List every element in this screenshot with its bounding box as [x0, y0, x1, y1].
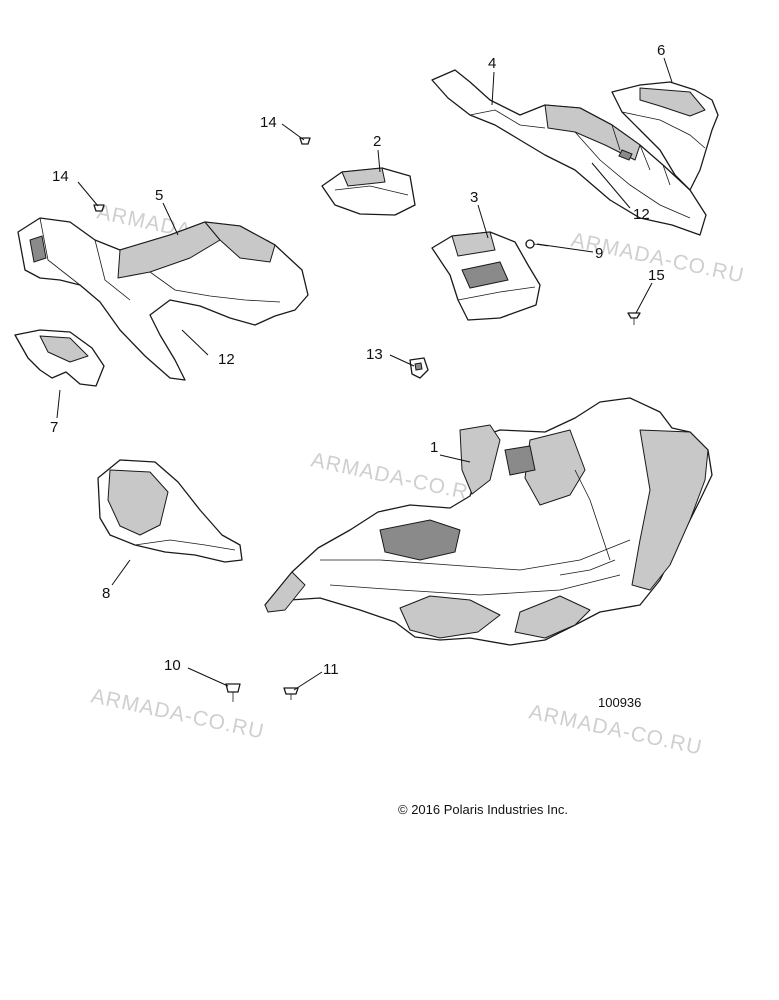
leader-lines: [56, 57, 673, 691]
drawing-number: 100936: [598, 695, 641, 710]
part-4-rear-panel: [431, 69, 707, 236]
watermark: ARMADA-CO.RU: [309, 448, 486, 507]
part-3-storage-lid: [431, 231, 541, 321]
callout-12-upper: 12: [633, 206, 650, 223]
callout-4: 4: [488, 55, 496, 72]
callout-15: 15: [648, 267, 665, 284]
callout-12-lower: 12: [218, 351, 235, 368]
part-2-plate: [321, 167, 416, 216]
fastener-14-upper: [299, 137, 311, 145]
part-6-mud-flap: [611, 81, 719, 191]
callout-labels: 1 2 3 4 5 6 7 8 9 10 11 12 12 13 14 14 1…: [50, 42, 665, 678]
callout-11: 11: [323, 661, 339, 678]
fastener-15: [627, 312, 641, 325]
part-7-front-flap: [14, 329, 105, 387]
callout-10: 10: [164, 657, 181, 674]
callout-5: 5: [155, 187, 163, 204]
watermark: ARMADA-CO.RU: [89, 684, 266, 743]
part-8-side-panel: [97, 459, 243, 563]
callout-8: 8: [102, 585, 110, 602]
callout-2: 2: [373, 133, 381, 150]
callout-7: 7: [50, 419, 58, 436]
callout-9: 9: [595, 245, 603, 262]
callout-14-upper: 14: [260, 114, 277, 131]
callout-3: 3: [470, 189, 478, 206]
part-5-front-fender: [17, 217, 309, 381]
callout-13: 13: [366, 346, 383, 363]
fastener-10: [225, 683, 241, 702]
fastener-11: [283, 687, 299, 700]
callout-14-left: 14: [52, 168, 69, 185]
part-1-main-frame: [264, 397, 713, 646]
part-13-clip: [409, 357, 429, 379]
callout-1: 1: [430, 439, 438, 456]
fastener-14-left: [93, 204, 105, 212]
callout-6: 6: [657, 42, 665, 59]
copyright-notice: © 2016 Polaris Industries Inc.: [398, 802, 568, 817]
